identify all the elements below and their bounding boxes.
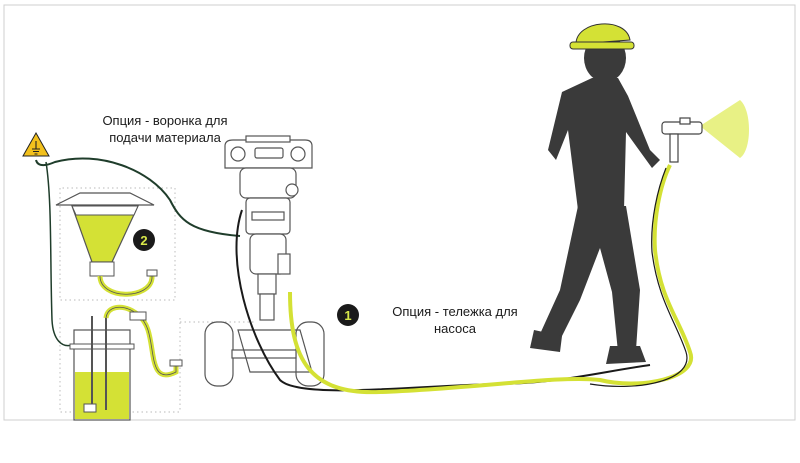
hopper-option-line1: Опция - воронка для <box>102 113 228 128</box>
spray-gun <box>661 117 703 163</box>
badge-hopper-number: 2 <box>140 233 147 248</box>
badge-hopper: 2 <box>133 229 155 251</box>
badge-cart: 1 <box>337 304 359 326</box>
cart-option-line2: насоса <box>433 321 476 336</box>
worker-figure <box>530 34 660 364</box>
cart-option-label: Опция - тележка для насоса <box>360 303 550 337</box>
gun-hose-dark <box>589 167 688 387</box>
diagram-frame <box>3 4 796 421</box>
ground-wire-hopper <box>45 161 73 347</box>
cart-option-line1: Опция - тележка для <box>392 304 518 319</box>
material-bucket <box>69 304 183 421</box>
material-hopper <box>55 192 158 297</box>
hard-hat <box>569 23 635 50</box>
hopper-option-label: Опция - воронка для подачи материала <box>70 112 260 146</box>
spray-cone <box>700 100 749 158</box>
ground-warning-icon <box>22 131 50 157</box>
pump-hose-yellow <box>288 164 694 395</box>
badge-cart-number: 1 <box>344 308 351 323</box>
airless-pump <box>224 135 313 321</box>
hopper-option-line2: подачи материала <box>109 130 221 145</box>
